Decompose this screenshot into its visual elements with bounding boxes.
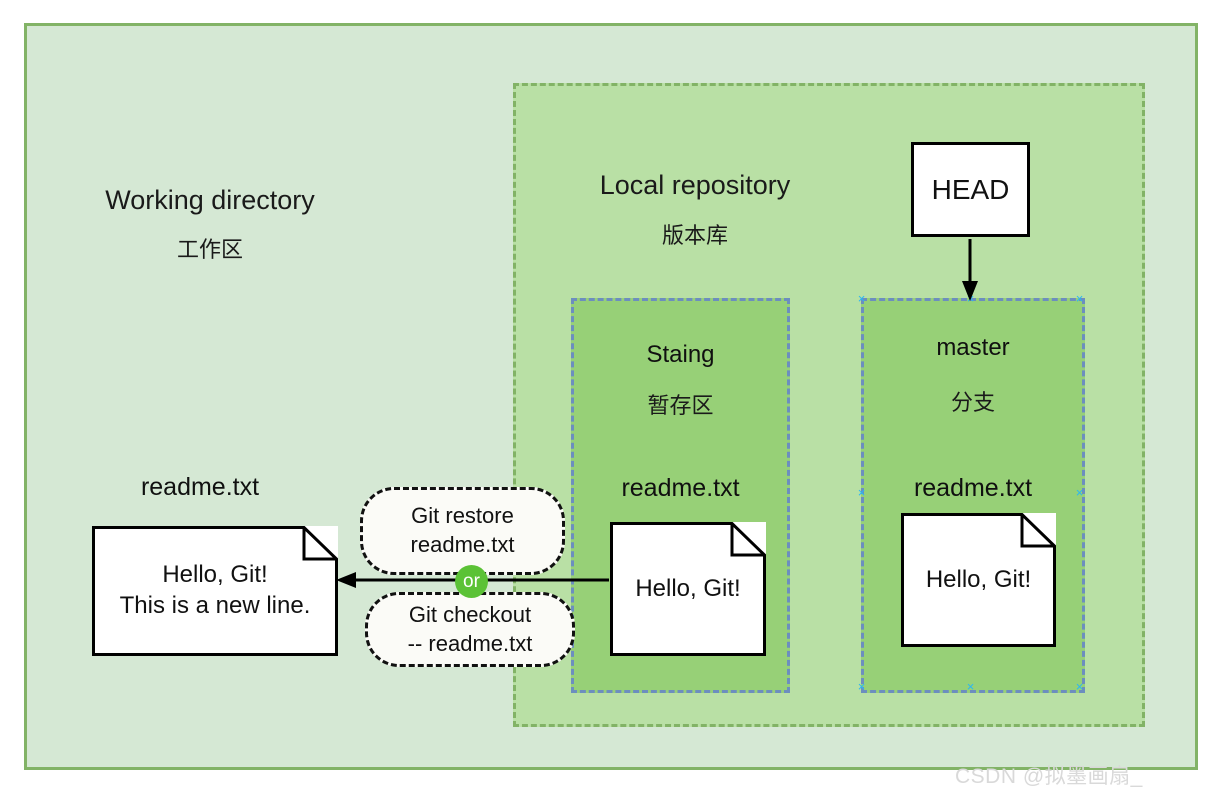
working-directory-document[interactable]: Hello, Git! This is a new line. [92, 526, 338, 656]
master-document[interactable]: Hello, Git! [901, 513, 1056, 647]
selection-handle-bottom-right[interactable]: × [1075, 679, 1084, 694]
git-checkout-line-2: -- readme.txt [407, 630, 533, 656]
git-restore-line-2: readme.txt [410, 532, 515, 557]
selection-handle-top-center[interactable]: × [966, 291, 975, 306]
selection-handle-bottom-center[interactable]: × [966, 679, 975, 694]
staging-file-label: readme.txt [621, 474, 740, 502]
local-repository-title-en: Local repository [599, 170, 791, 200]
git-checkout-command-text: Git checkout -- readme.txt [408, 601, 533, 658]
git-restore-command-bubble[interactable]: Git restore readme.txt [360, 487, 565, 575]
document-shape-icon [901, 513, 1056, 647]
staging-title-en: Staing [646, 341, 715, 368]
master-title-en: master [936, 334, 1010, 361]
master-title-cn: 分支 [950, 391, 995, 416]
document-shape-icon [92, 526, 338, 656]
master-file-label: readme.txt [913, 474, 1033, 502]
selection-handle-bottom-left[interactable]: × [857, 679, 866, 694]
master-document-text: Hello, Git! [925, 565, 1032, 593]
document-shape-icon [610, 522, 766, 656]
git-checkout-command-bubble[interactable]: Git checkout -- readme.txt [365, 592, 575, 667]
or-badge: or [455, 565, 488, 598]
head-label: HEAD [931, 173, 1010, 205]
watermark: CSDN @拟墨画扇_ [955, 765, 1143, 788]
staging-document[interactable]: Hello, Git! [610, 522, 766, 656]
selection-handle-middle-left[interactable]: × [857, 485, 866, 500]
git-restore-line-1: Git restore [411, 503, 514, 529]
working-directory-document-text: Hello, Git! This is a new line. [112, 560, 319, 621]
git-checkout-line-1: Git checkout [408, 601, 532, 627]
selection-handle-top-right[interactable]: × [1075, 291, 1084, 306]
selection-handle-middle-right[interactable]: × [1075, 485, 1084, 500]
working-directory-title-en: Working directory [105, 185, 315, 215]
document-line-2: This is a new line. [119, 592, 311, 619]
staging-title-cn: 暂存区 [647, 394, 714, 419]
document-line-1: Hello, Git! [162, 561, 268, 589]
local-repository-title-cn: 版本库 [661, 224, 728, 249]
head-node[interactable]: HEAD [911, 142, 1030, 237]
staging-document-text: Hello, Git! [635, 574, 741, 602]
working-directory-file-label: readme.txt [140, 473, 260, 501]
git-restore-command-text: Git restore readme.txt [411, 502, 515, 559]
working-directory-title-cn: 工作区 [176, 238, 243, 263]
selection-handle-top-left[interactable]: × [857, 291, 866, 306]
